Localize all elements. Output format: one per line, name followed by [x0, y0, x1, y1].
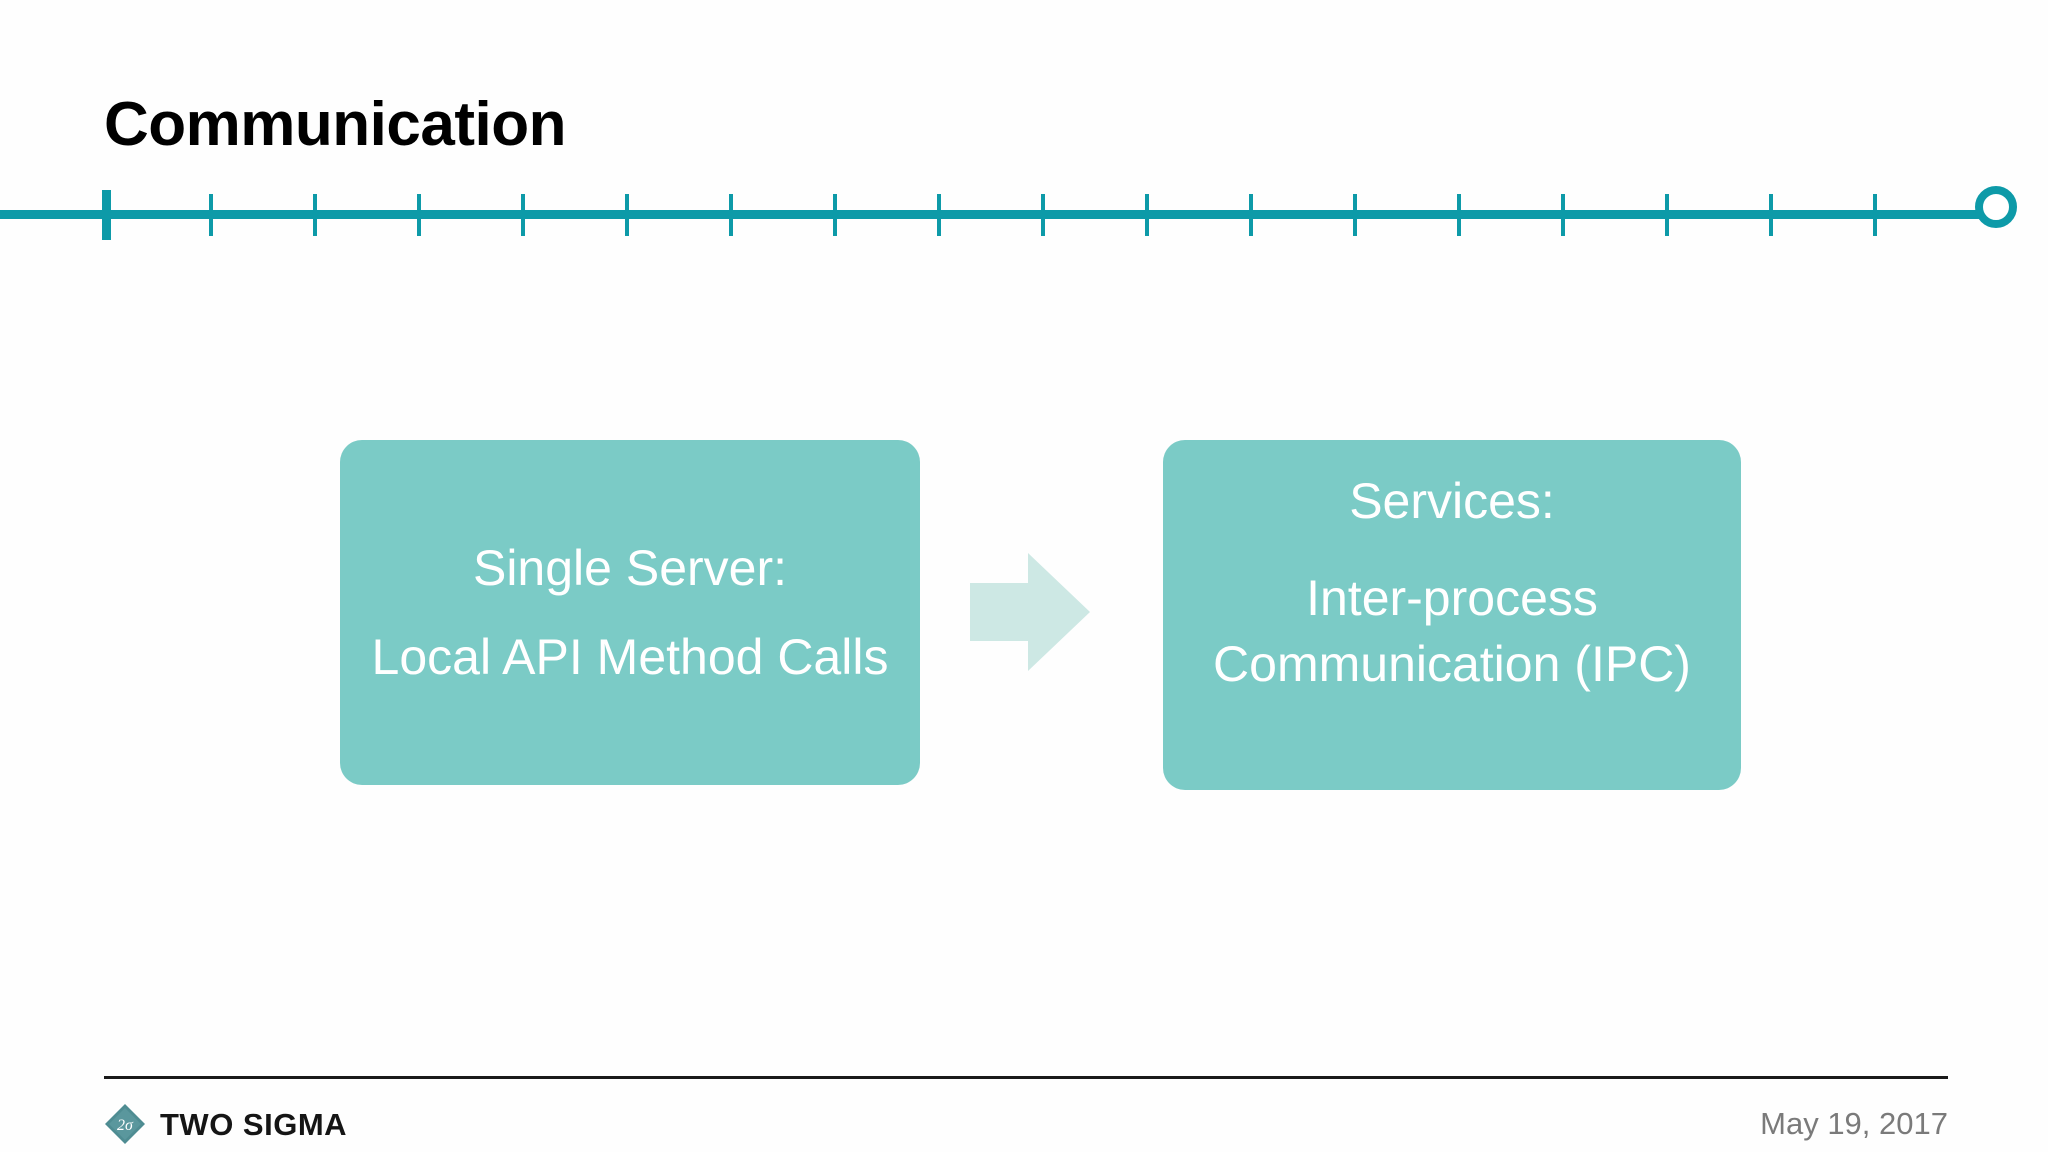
timeline-tick[interactable]	[1873, 194, 1877, 236]
timeline-tick[interactable]	[729, 194, 733, 236]
timeline-tick[interactable]	[1665, 194, 1669, 236]
flow-box-heading: Single Server:	[472, 540, 788, 596]
timeline-rail	[0, 210, 2010, 219]
footer-divider	[104, 1076, 1948, 1079]
progress-timeline	[0, 186, 2048, 246]
timeline-end-circle-icon[interactable]	[1975, 186, 2017, 228]
two-sigma-logo: 2σ TWO SIGMA	[104, 1102, 347, 1146]
timeline-tick[interactable]	[937, 194, 941, 236]
timeline-tick[interactable]	[313, 194, 317, 236]
timeline-tick[interactable]	[1041, 194, 1045, 236]
page-title: Communication	[104, 90, 566, 159]
flow-box-services[interactable]: Services: Inter-process Communication (I…	[1163, 440, 1741, 790]
two-sigma-diamond-icon: 2σ	[104, 1103, 146, 1145]
timeline-tick[interactable]	[209, 194, 213, 236]
slide-date: May 19, 2017	[1760, 1106, 1948, 1141]
timeline-tick-current[interactable]	[102, 190, 111, 240]
timeline-tick[interactable]	[1145, 194, 1149, 236]
timeline-tick[interactable]	[1249, 194, 1253, 236]
timeline-tick[interactable]	[1457, 194, 1461, 236]
timeline-tick[interactable]	[1561, 194, 1565, 236]
timeline-tick[interactable]	[625, 194, 629, 236]
timeline-tick[interactable]	[1769, 194, 1773, 236]
timeline-tick[interactable]	[521, 194, 525, 236]
two-sigma-wordmark: TWO SIGMA	[160, 1106, 348, 1142]
right-arrow-icon	[970, 553, 1090, 671]
flow-box-heading: Services:	[1349, 473, 1555, 529]
svg-text:2σ: 2σ	[117, 1117, 134, 1134]
timeline-tick[interactable]	[417, 194, 421, 236]
flow-box-body: Inter-process Communication (IPC)	[1213, 569, 1691, 693]
flow-box-single-server[interactable]: Single Server: Local API Method Calls	[340, 440, 920, 785]
flow-box-body: Local API Method Calls	[371, 628, 889, 685]
timeline-tick[interactable]	[833, 194, 837, 236]
timeline-tick[interactable]	[1353, 194, 1357, 236]
